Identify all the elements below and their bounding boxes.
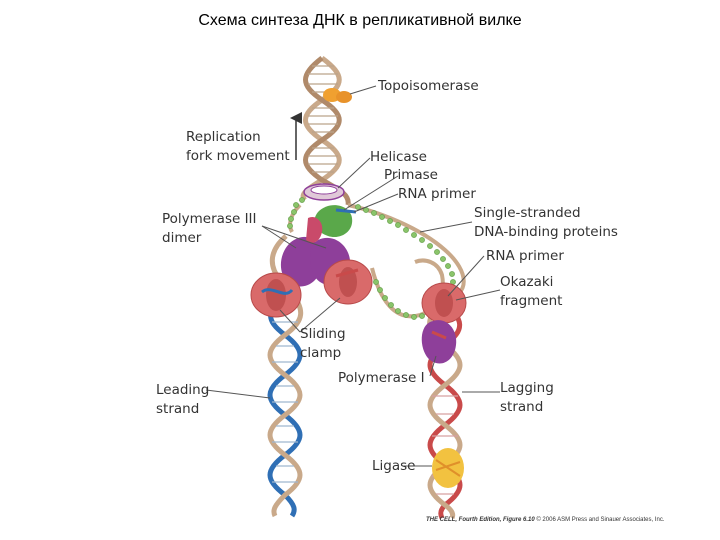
label-helicase: Helicase (370, 149, 427, 165)
label-replication-line1: Replication (186, 129, 261, 145)
label-primase: Primase (384, 167, 438, 183)
label-replication-line2: fork movement (186, 148, 290, 164)
sliding-clamps (250, 259, 467, 324)
label-leading-line2: strand (156, 401, 199, 417)
label-pol3-line1: Polymerase III (162, 211, 257, 227)
label-okazaki-line1: Okazaki (500, 274, 553, 290)
polymerase-i-shape (421, 320, 457, 364)
ligase-shape (432, 448, 464, 488)
label-ligase: Ligase (372, 458, 415, 474)
label-leading-line1: Leading (156, 382, 209, 398)
label-lagging-line2: strand (500, 399, 543, 415)
label-ssb-line1: Single-stranded (474, 205, 581, 221)
diagram-labels: Topoisomerase Replication fork movement … (156, 78, 618, 474)
credit-bold: THE CELL, Fourth Edition, Figure 6.10 (426, 517, 535, 523)
label-leader-lines (205, 85, 501, 467)
label-okazaki-line2: fragment (500, 293, 562, 309)
label-lagging-line1: Lagging (500, 380, 554, 396)
credit-rest: © 2006 ASM Press and Sinauer Associates,… (535, 516, 665, 523)
page-title: Схема синтеза ДНК в репликативной вилке (198, 12, 522, 29)
label-pol3-line2: dimer (162, 230, 202, 246)
label-topoisomerase: Topoisomerase (377, 78, 479, 94)
figure-credit: THE CELL, Fourth Edition, Figure 6.10 © … (426, 516, 665, 523)
primase-shape (314, 205, 357, 238)
parental-dna-helix (300, 55, 351, 206)
helicase-shape (303, 183, 345, 201)
label-polymerase-i: Polymerase I (338, 370, 425, 386)
topoisomerase-shape (323, 88, 352, 103)
label-clamp-line2: clamp (300, 345, 341, 361)
label-rna-primer-top: RNA primer (398, 186, 476, 202)
label-rna-primer-bottom: RNA primer (486, 248, 564, 264)
label-ssb-line2: DNA-binding proteins (474, 224, 618, 240)
label-clamp-line1: Sliding (300, 326, 346, 342)
